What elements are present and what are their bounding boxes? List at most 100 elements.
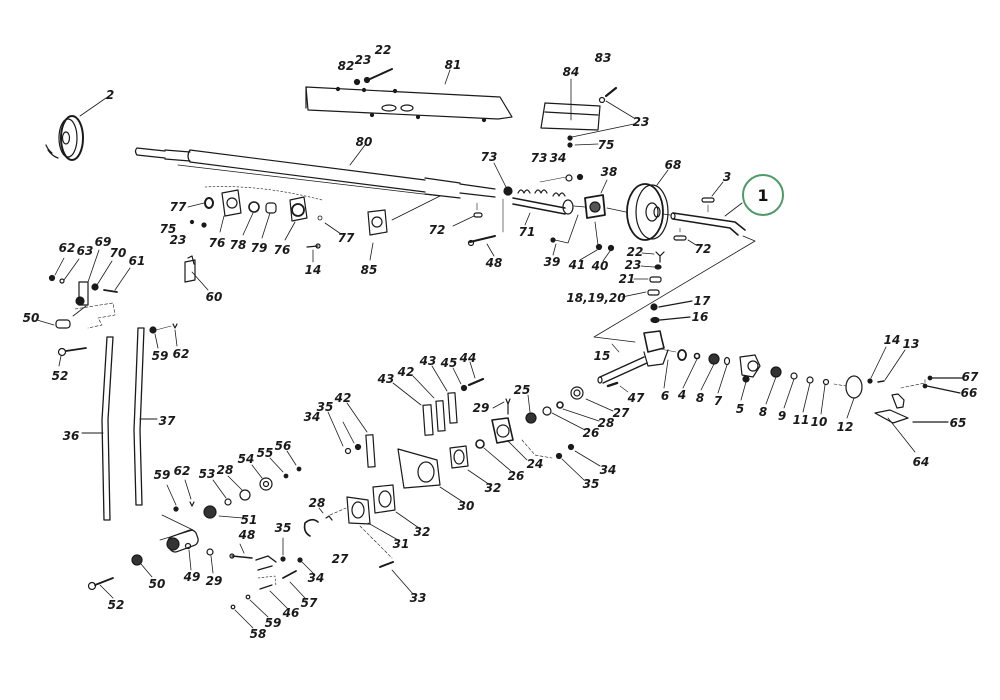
part-label-54: 54	[237, 452, 255, 466]
part-label-35: 35	[274, 521, 292, 535]
part-label-8: 8	[695, 391, 705, 405]
part-label-23: 23	[354, 53, 372, 67]
part-label-37: 37	[158, 414, 176, 428]
part-label-57: 57	[300, 596, 318, 610]
cover-plate-part	[305, 68, 513, 123]
part-label-14: 14	[883, 333, 901, 347]
part-label-21: 21	[618, 272, 636, 286]
part-label-7: 7	[713, 394, 723, 408]
part-label-59: 59	[264, 616, 282, 630]
fastener-stack-part	[621, 251, 693, 324]
part-label-52: 52	[51, 369, 69, 383]
part-label-56: 56	[274, 439, 292, 453]
part-label-25: 25	[513, 383, 531, 397]
part-label-29: 29	[205, 574, 223, 588]
part-label-66: 66	[960, 386, 978, 400]
part-label-75: 75	[159, 222, 177, 236]
part-label-81: 81	[444, 58, 462, 72]
part-label-30: 30	[457, 499, 475, 513]
part-label-48: 48	[238, 528, 256, 542]
square-bearing-part	[550, 179, 627, 262]
part-label-40: 40	[591, 259, 609, 273]
axle-arm-part	[597, 330, 906, 419]
part-label-45: 45	[440, 356, 458, 370]
part-label-65: 65	[949, 416, 967, 430]
part-label-13: 13	[902, 337, 920, 351]
part-label-23: 23	[169, 233, 187, 247]
part-label-69: 69	[94, 235, 112, 249]
part-label-35: 35	[316, 400, 334, 414]
part-label-43: 43	[377, 372, 395, 386]
part-label-43: 43	[419, 354, 437, 368]
part-label-77: 77	[169, 200, 187, 214]
part-label-80: 80	[355, 135, 373, 149]
part-label-84: 84	[562, 65, 580, 79]
part-label-27: 27	[612, 406, 630, 420]
part-label-17: 17	[693, 294, 711, 308]
part-label-8: 8	[758, 405, 768, 419]
part-label-22: 22	[374, 43, 392, 57]
part-label-39: 39	[543, 255, 561, 269]
part-label-29: 29	[472, 401, 490, 415]
part-label-3: 3	[722, 170, 732, 184]
part-label-70: 70	[109, 246, 127, 260]
part-label-28: 28	[597, 416, 615, 430]
bracket-part	[874, 375, 963, 453]
small-plate-part	[540, 78, 635, 148]
lower-bracket-assembly	[87, 450, 347, 629]
main-shaft-part	[134, 144, 496, 221]
part-label-82: 82	[337, 59, 355, 73]
part-label-62: 62	[58, 241, 76, 255]
part-label-73: 73	[480, 150, 498, 164]
part-label-4: 4	[677, 388, 687, 402]
part-label-47: 47	[627, 391, 645, 405]
part-label-15: 15	[593, 349, 611, 363]
part-label-46: 46	[282, 606, 300, 620]
lever-arms-part	[36, 249, 178, 521]
part-label-76: 76	[208, 236, 226, 250]
mounting-plates-part	[327, 361, 491, 595]
part-label-27: 27	[331, 552, 349, 566]
highlighted-part-callout[interactable]: 1	[742, 174, 784, 216]
part-label-60: 60	[205, 290, 223, 304]
part-label-58: 58	[249, 627, 267, 641]
part-label-28: 28	[216, 463, 234, 477]
part-label-31: 31	[392, 537, 410, 551]
part-label-26: 26	[507, 469, 525, 483]
part-label-59: 59	[153, 468, 171, 482]
part-label-44: 44	[459, 351, 477, 365]
part-label-76: 76	[273, 243, 291, 257]
part-label-67: 67	[961, 370, 979, 384]
part-label-72: 72	[428, 223, 446, 237]
stub-shaft-part	[593, 181, 756, 343]
part-label-18-19-20: 18,19,20	[566, 291, 626, 305]
part-label-51: 51	[240, 513, 258, 527]
flange-plate-part	[367, 209, 388, 261]
pulley-wheel-part	[45, 97, 107, 161]
part-label-36: 36	[62, 429, 80, 443]
part-label-28: 28	[308, 496, 326, 510]
part-label-23: 23	[624, 258, 642, 272]
part-label-63: 63	[76, 244, 94, 258]
part-label-34: 34	[599, 463, 617, 477]
part-label-34: 34	[303, 410, 321, 424]
part-label-83: 83	[594, 51, 612, 65]
part-label-14: 14	[304, 263, 322, 277]
bearing-assembly-part	[187, 186, 342, 263]
part-label-23: 23	[632, 115, 650, 129]
part-label-2: 2	[105, 88, 115, 102]
part-label-53: 53	[198, 467, 216, 481]
part-label-38: 38	[600, 165, 618, 179]
part-label-32: 32	[413, 525, 431, 539]
part-label-22: 22	[626, 245, 644, 259]
part-label-41: 41	[568, 258, 586, 272]
part-label-59: 59	[151, 349, 169, 363]
comb-assembly-part	[452, 162, 584, 257]
part-label-26: 26	[582, 426, 600, 440]
part-label-79: 79	[250, 241, 268, 255]
part-label-50: 50	[148, 577, 166, 591]
part-label-49: 49	[183, 570, 201, 584]
part-label-6: 6	[660, 389, 670, 403]
part-label-85: 85	[360, 263, 378, 277]
